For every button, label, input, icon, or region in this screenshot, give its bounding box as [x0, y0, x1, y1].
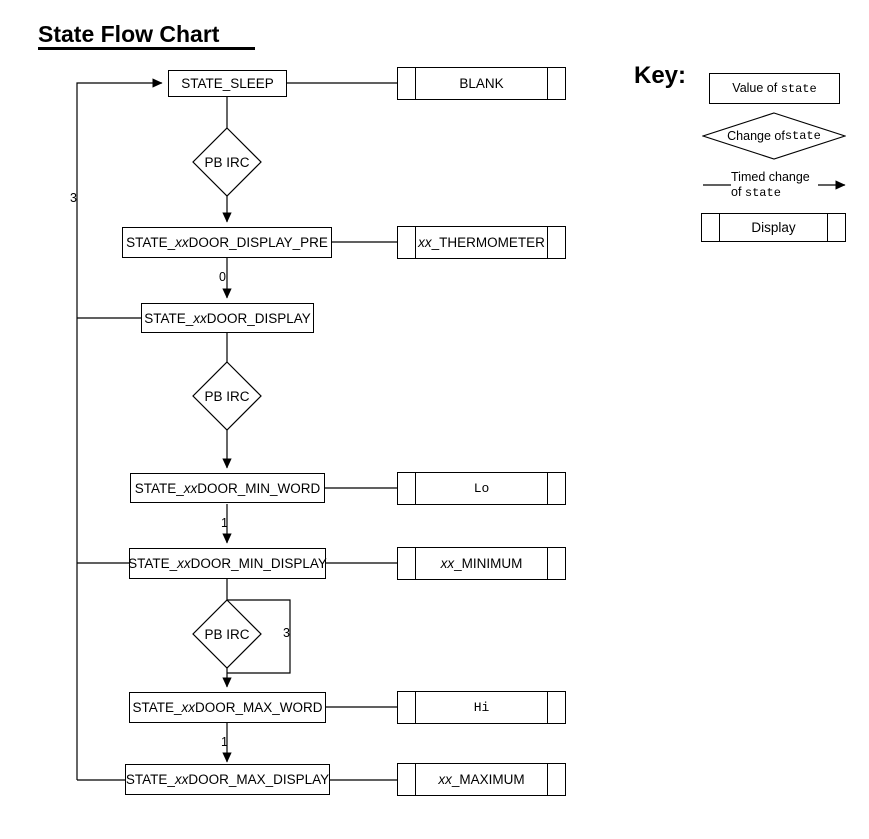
title-underline — [38, 47, 255, 50]
edge-label-maxword-to-maxdisplay-1: 1 — [221, 735, 228, 749]
key-timed-change-label: Timed change of state — [731, 170, 810, 201]
state-label-min-display: STATE_xxDOOR_MIN_DISPLAY — [128, 556, 327, 571]
key-timed-change-line2: of state — [731, 185, 781, 200]
state-label-sleep: STATE_SLEEP — [181, 76, 274, 91]
state-box-max-word[interactable]: STATE_xxDOOR_MAX_WORD — [129, 692, 326, 723]
state-box-sleep[interactable]: STATE_SLEEP — [168, 70, 287, 97]
display-text-thermometer: xx_THERMOMETER — [418, 235, 545, 250]
key-change-of-state-label: Change of state — [727, 129, 821, 143]
key-value-of-state-box: Value of state — [709, 73, 840, 104]
state-label-display-pre: STATE_xxDOOR_DISPLAY_PRE — [126, 235, 328, 250]
key-display-box: Display — [701, 213, 846, 242]
display-left-cap — [398, 227, 416, 258]
display-right-cap — [547, 764, 565, 795]
display-left-cap — [398, 473, 416, 504]
state-label-min-word: STATE_xxDOOR_MIN_WORD — [134, 480, 321, 496]
edge-label-minword-to-mindisplay-1: 1 — [221, 516, 228, 530]
display-text-minimum: xx_MINIMUM — [440, 556, 523, 571]
diamond-shape-icon — [192, 599, 262, 669]
decision-diamond-pbirc-bottom[interactable]: PB IRC — [192, 599, 262, 669]
state-label-max-display: STATE_xxDOOR_MAX_DISPLAY — [125, 772, 330, 787]
display-right-cap — [547, 473, 565, 504]
edge-label-pre-to-display-0: 0 — [219, 270, 226, 284]
display-box-maximum[interactable]: xx_MAXIMUM — [397, 763, 566, 796]
state-box-display[interactable]: STATE_xxDOOR_DISPLAY — [141, 303, 314, 333]
display-box-minimum[interactable]: xx_MINIMUM — [397, 547, 566, 580]
display-left-cap — [702, 214, 720, 241]
page-title: State Flow Chart — [38, 21, 220, 47]
state-box-max-display[interactable]: STATE_xxDOOR_MAX_DISPLAY — [125, 764, 330, 795]
key-timed-change-line1: Timed change — [731, 170, 810, 184]
display-text-maximum: xx_MAXIMUM — [438, 772, 525, 787]
key-change-of-state-diamond: Change of state — [701, 112, 847, 160]
display-box-thermometer[interactable]: xx_THERMOMETER — [397, 226, 566, 259]
key-value-of-state-label: Value of state — [732, 81, 817, 96]
display-left-cap — [398, 692, 416, 723]
state-label-display: STATE_xxDOOR_DISPLAY — [144, 310, 311, 326]
display-text-hi: Hi — [473, 700, 490, 715]
key-display-label: Display — [751, 220, 796, 235]
state-box-min-display[interactable]: STATE_xxDOOR_MIN_DISPLAY — [128, 548, 327, 579]
display-box-blank[interactable]: BLANK — [397, 67, 566, 100]
edge-label-return-3: 3 — [70, 191, 77, 205]
decision-diamond-pbirc-top[interactable]: PB IRC — [192, 127, 262, 197]
state-box-display-pre[interactable]: STATE_xxDOOR_DISPLAY_PRE — [122, 227, 332, 258]
display-left-cap — [398, 764, 416, 795]
display-right-cap — [547, 68, 565, 99]
display-text-lo: Lo — [473, 481, 490, 496]
state-label-max-word: STATE_xxDOOR_MAX_WORD — [132, 700, 323, 715]
display-box-hi[interactable]: Hi — [397, 691, 566, 724]
decision-label-pbirc-top: PB IRC — [204, 154, 250, 170]
display-right-cap — [547, 548, 565, 579]
decision-label-pbirc-bottom: PB IRC — [204, 626, 250, 642]
edge-label-pbirc-loop-3: 3 — [283, 626, 290, 640]
display-left-cap — [398, 548, 416, 579]
display-text-blank: BLANK — [459, 76, 504, 91]
diamond-shape-icon — [192, 127, 262, 197]
display-right-cap — [547, 692, 565, 723]
display-left-cap — [398, 68, 416, 99]
diamond-shape-icon — [192, 361, 262, 431]
display-right-cap — [547, 227, 565, 258]
display-right-cap — [827, 214, 845, 241]
decision-label-pbirc-mid: PB IRC — [204, 388, 250, 404]
display-box-lo[interactable]: Lo — [397, 472, 566, 505]
decision-diamond-pbirc-mid[interactable]: PB IRC — [192, 361, 262, 431]
diamond-shape-icon — [701, 112, 847, 160]
key-heading: Key: — [634, 62, 687, 89]
state-box-min-word[interactable]: STATE_xxDOOR_MIN_WORD — [130, 473, 325, 503]
